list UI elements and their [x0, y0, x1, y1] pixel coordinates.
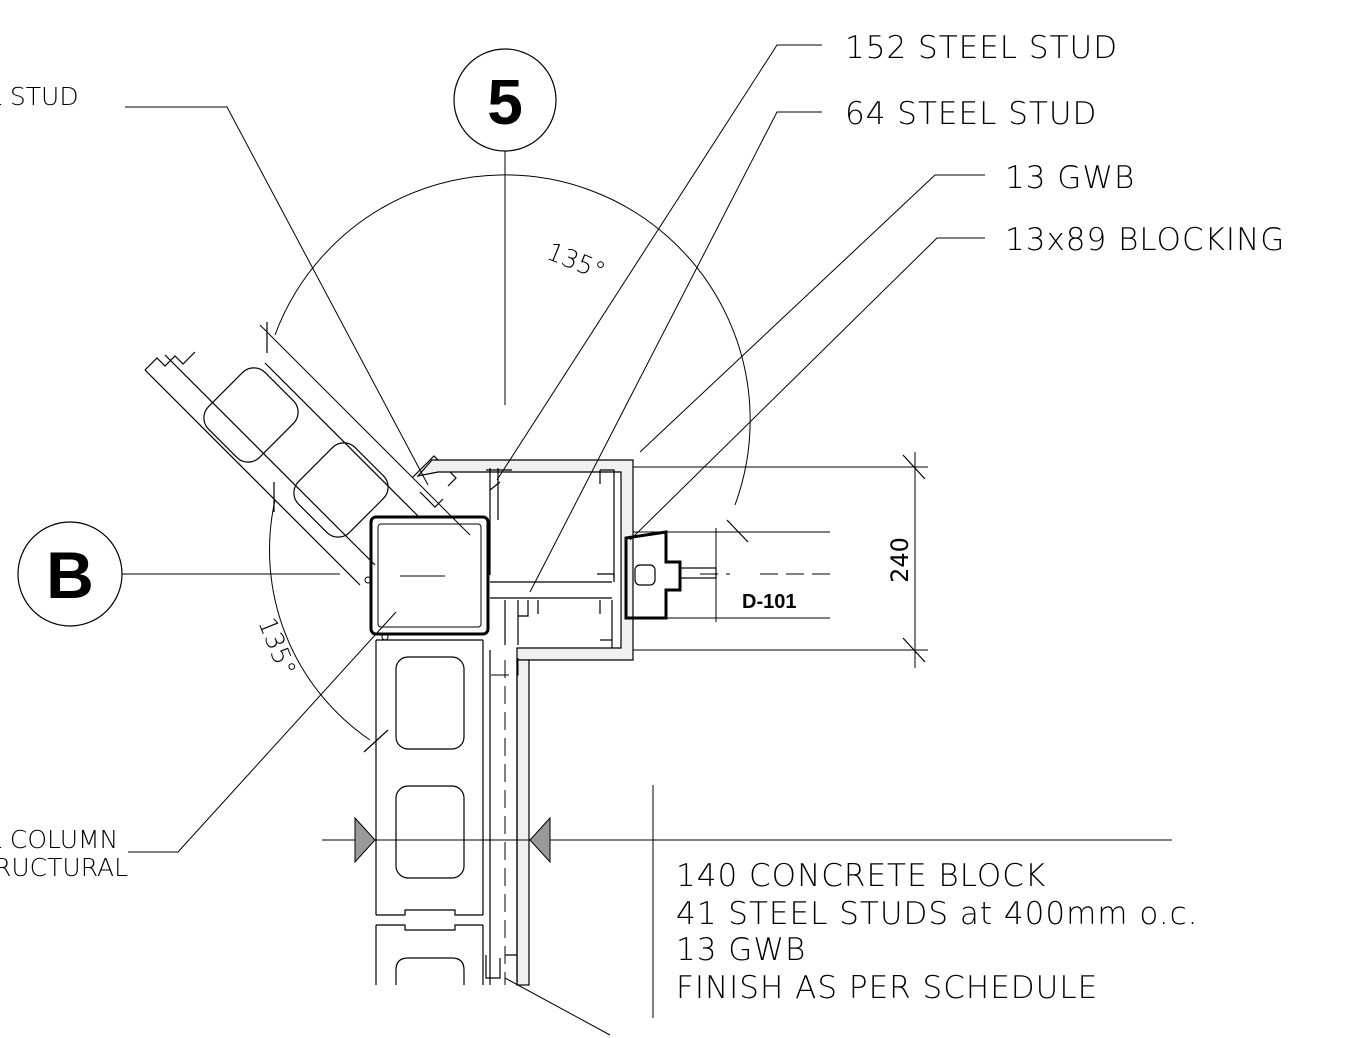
- callout-column-line2: RUCTURAL: [0, 853, 128, 882]
- diagonal-block-wall: [144, 351, 419, 586]
- grid-label-b: B: [46, 538, 94, 612]
- gwb-enclosure: [416, 459, 634, 986]
- leader-lines: [125, 44, 985, 1036]
- angle-label-lower: 135°: [252, 613, 301, 680]
- grid-bubble-b: B: [17, 521, 445, 627]
- callout-152-steel-stud: 152 STEEL STUD: [845, 30, 1118, 66]
- grid-bubble-5: 5: [453, 48, 557, 405]
- steel-column: [364, 515, 490, 641]
- callout-13x89-blocking: 13x89 BLOCKING: [1005, 222, 1285, 258]
- dimension-240: 240: [633, 452, 928, 668]
- section-cut-marker: [322, 785, 1172, 1018]
- assembly-line-3: 13 GWB: [676, 932, 806, 968]
- callout-left-stud: L STUD: [0, 82, 79, 111]
- grid-label-5: 5: [487, 66, 523, 138]
- angle-label-upper: 135°: [543, 237, 610, 286]
- steel-studs-152: [486, 468, 615, 676]
- wall-assembly-note: 140 CONCRETE BLOCK 41 STEEL STUDS at 400…: [676, 858, 1199, 1006]
- assembly-line-4: FINISH AS PER SCHEDULE: [676, 970, 1098, 1006]
- callout-13-gwb: 13 GWB: [1005, 160, 1135, 196]
- angle-arc-lower: 135°: [252, 482, 389, 753]
- door-tag: D-101: [742, 591, 796, 613]
- callout-64-steel-stud: 64 STEEL STUD: [845, 96, 1097, 132]
- assembly-line-2: 41 STEEL STUDS at 400mm o.c.: [676, 896, 1199, 932]
- steel-studs-41: [485, 650, 518, 985]
- dimension-value: 240: [886, 537, 914, 583]
- callout-column-line1: L COLUMN: [0, 825, 118, 854]
- vertical-block-wall: [375, 639, 484, 985]
- assembly-line-1: 140 CONCRETE BLOCK: [676, 858, 1046, 894]
- door-frame: D-101: [624, 528, 830, 622]
